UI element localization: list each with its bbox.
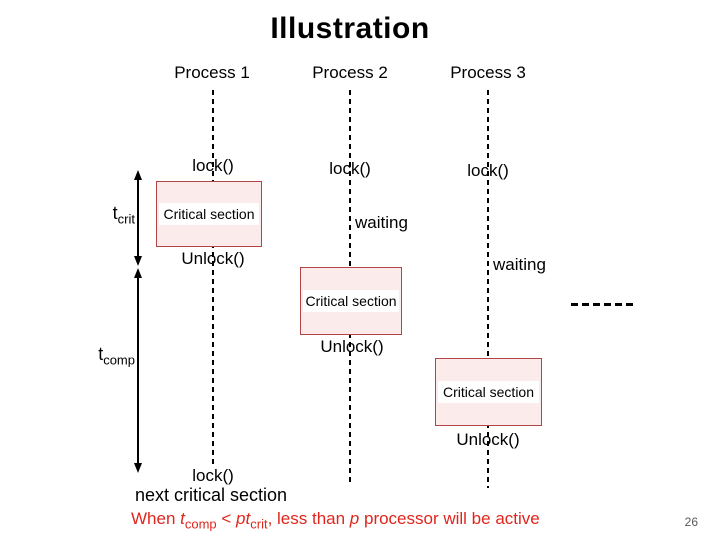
process-2-lock-label: lock(): [329, 159, 371, 178]
process-2-unlock-label: Unlock(): [320, 337, 384, 356]
process-3-unlock-label: Unlock(): [456, 430, 520, 449]
t-crit-label: tcrit: [85, 203, 135, 227]
page-number: 26: [684, 515, 698, 529]
critical-section-box-1: Critical section: [156, 181, 262, 247]
next-critical-section-label: next critical section: [134, 485, 288, 505]
t-comp-arrow: [133, 268, 143, 473]
next-lock-label: lock(): [192, 466, 234, 485]
slide-title: Illustration: [270, 12, 430, 45]
arrow-down-icon: [134, 463, 142, 473]
t-crit-arrow: [133, 170, 143, 266]
critical-section-box-2: Critical section: [300, 267, 402, 335]
process-3-header: Process 3: [450, 63, 526, 82]
arrow-line: [137, 175, 139, 261]
critical-section-label: Critical section: [159, 203, 259, 225]
t-comp-base: t: [98, 344, 104, 364]
arrow-line: [137, 273, 139, 468]
critical-section-label: Critical section: [303, 290, 399, 312]
arrow-down-icon: [134, 256, 142, 266]
t-comp-sub: comp: [103, 352, 135, 368]
process-3-waiting-label: waiting: [493, 255, 546, 274]
process-2-waiting-label: waiting: [355, 213, 408, 232]
critical-section-label: Critical section: [438, 381, 539, 403]
process-1-header: Process 1: [174, 63, 250, 82]
process-3-lock-label: lock(): [467, 161, 509, 180]
t-comp-label: tcomp: [79, 344, 135, 368]
footnote-text: When tcomp < ptcrit, less than p process…: [131, 509, 540, 532]
continuation-dashed-line: [571, 303, 635, 306]
process-3-timeline: [487, 90, 489, 488]
t-crit-sub: crit: [117, 211, 135, 227]
process-1-unlock-label: Unlock(): [181, 249, 245, 268]
process-1-timeline: [212, 90, 214, 466]
critical-section-box-3: Critical section: [435, 358, 542, 426]
process-1-lock-label: lock(): [192, 156, 234, 175]
process-2-header: Process 2: [312, 63, 388, 82]
t-crit-base: t: [112, 203, 118, 223]
